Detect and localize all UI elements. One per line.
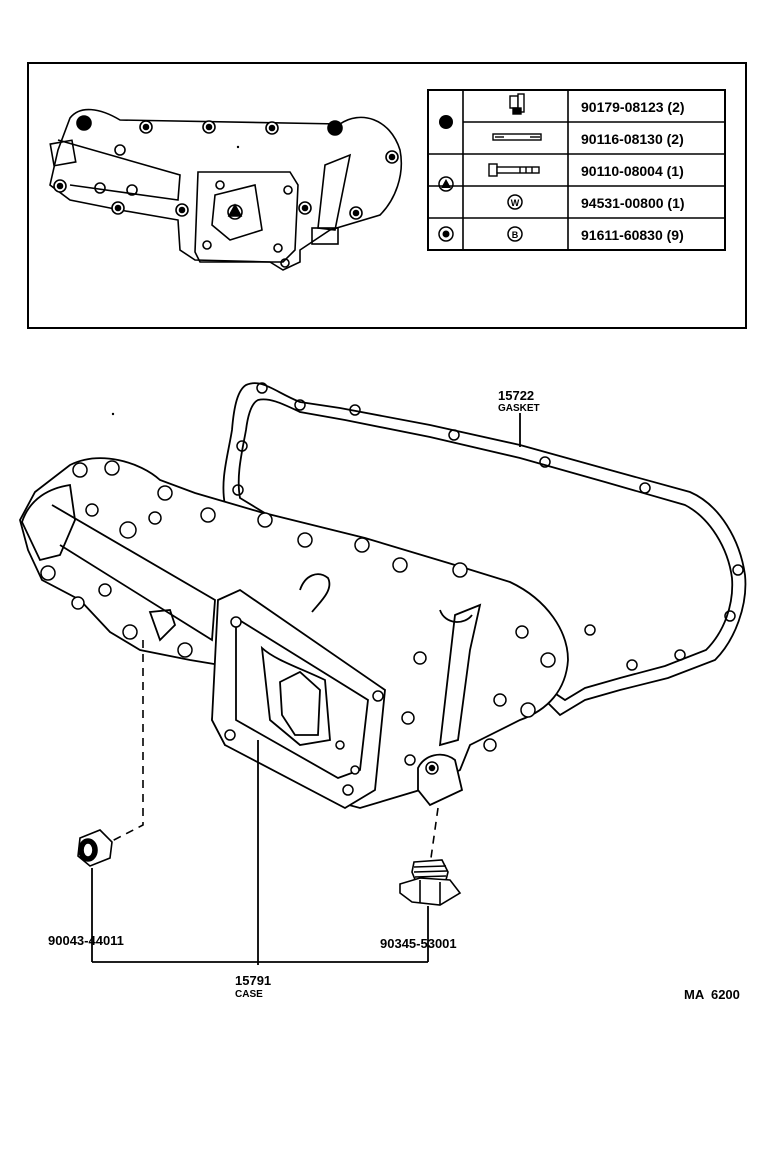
speck (111, 412, 115, 416)
double-circle-icon (438, 226, 454, 242)
legend-part-number: 90110-08004 (1) (581, 163, 684, 179)
plug-left-part-number: 90043-44011 (48, 933, 124, 948)
inset-case-drawing (49, 108, 403, 271)
legend-part-number: 91611-60830 (9) (581, 227, 684, 243)
nut-icon: B (507, 226, 523, 242)
plug-right-part-number: 90345-53001 (380, 936, 457, 951)
legend-part-number: 94531-00800 (1) (581, 195, 685, 211)
gasket-part-number: 15722 (498, 388, 534, 403)
filled-dot-icon (439, 115, 453, 129)
legend-part-number: 90179-08123 (2) (581, 99, 685, 115)
inset-frame (27, 62, 747, 329)
case-part-number: 15791 (235, 973, 271, 988)
drain-plug-right (399, 859, 462, 906)
legend-part-number: 90116-08130 (2) (581, 131, 684, 147)
gasket-drawing (222, 382, 747, 717)
case-part-name: CASE (235, 989, 263, 1000)
illustration-code: MA 6200 (684, 987, 740, 1002)
flange-bolt-short-icon (509, 93, 525, 115)
bolt-marker-filled (327, 120, 343, 136)
hex-bolt-long-icon (488, 163, 540, 177)
nut-glyph: B (512, 230, 519, 240)
assembly-dashed-lines (109, 640, 439, 866)
speck (236, 145, 240, 149)
triangle-circle-icon (438, 176, 454, 192)
callout-leaders (91, 413, 521, 965)
case-drawing (19, 457, 569, 810)
drain-plug-left (77, 829, 113, 867)
fastener-legend-table: W B 90179-08123 (2) 90116-08130 (2) 9011… (427, 89, 726, 251)
bolt-marker-filled (76, 115, 92, 131)
washer-glyph: W (511, 198, 520, 208)
gasket-part-name: GASKET (498, 403, 540, 414)
stud-bolt-icon (492, 133, 542, 141)
washer-icon: W (507, 194, 523, 210)
inset-bolt-markers (53, 115, 399, 268)
